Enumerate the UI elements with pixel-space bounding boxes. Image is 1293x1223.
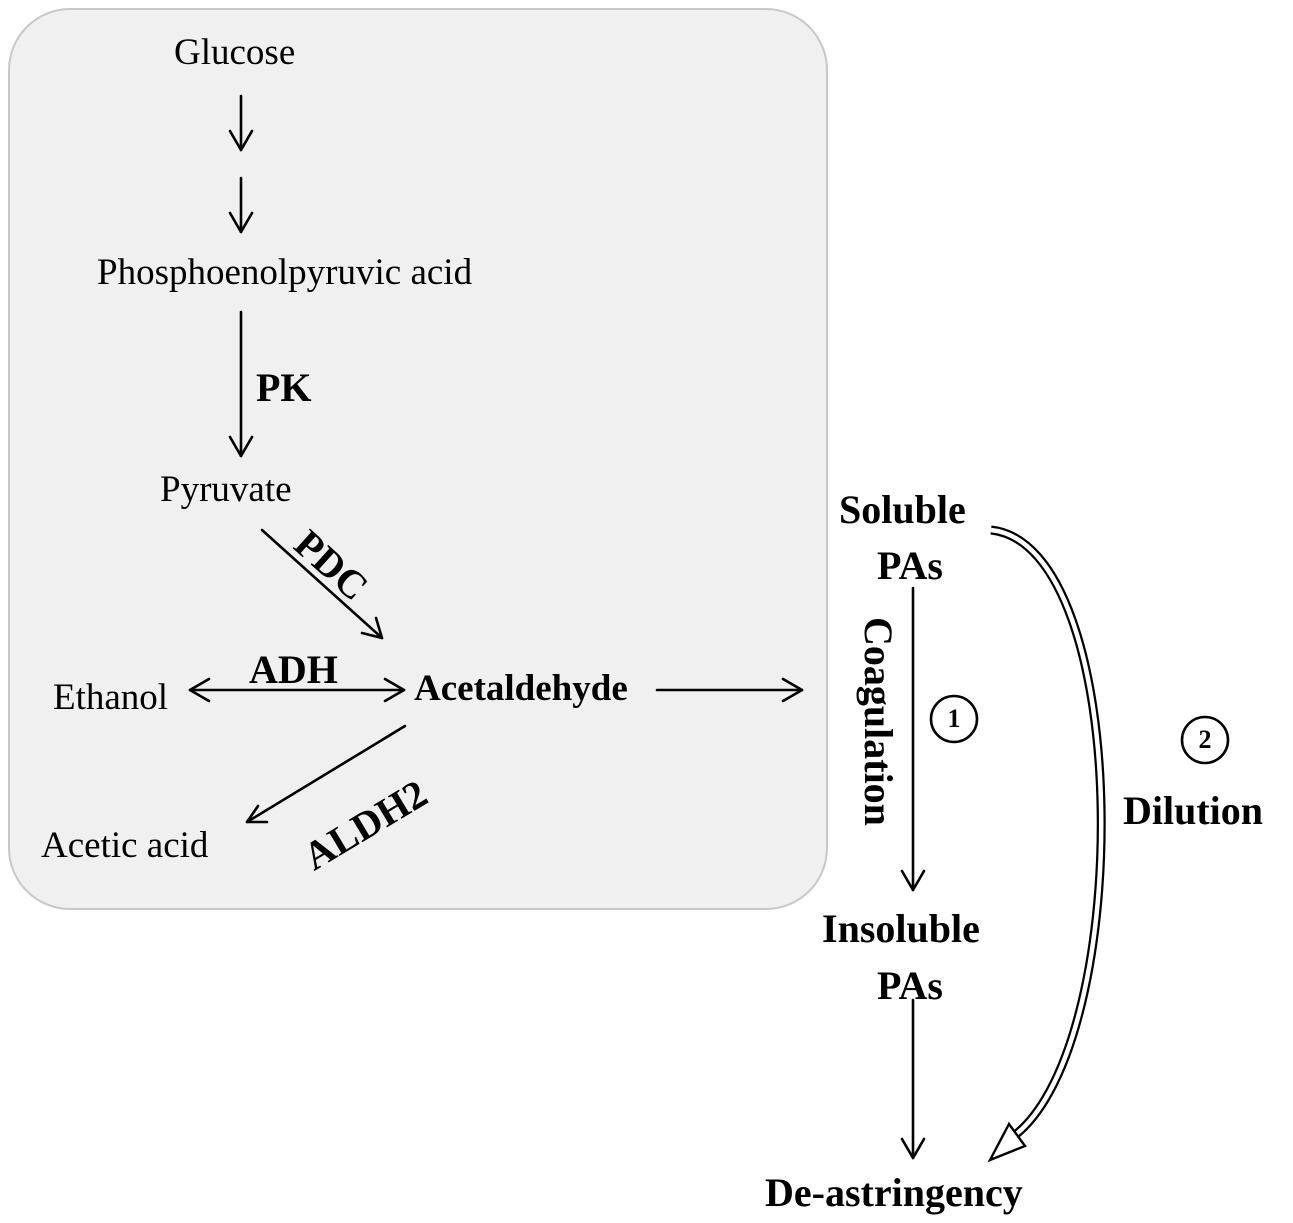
glucose-arrow-2 — [228, 176, 254, 234]
node-soluble-line2: PAs — [877, 543, 943, 588]
process-number-1: 1 — [947, 704, 961, 733]
metabolism-panel — [8, 8, 828, 910]
circle-2-icon — [1180, 715, 1230, 765]
glucose-arrow-1 — [228, 94, 254, 152]
enzyme-pk: PK — [256, 365, 312, 410]
process-number-2: 2 — [1198, 725, 1212, 754]
node-ethanol: Ethanol — [53, 677, 169, 718]
node-acetaldehyde: Acetaldehyde — [414, 668, 628, 709]
circle-1-icon — [929, 694, 979, 744]
adh-double-arrow — [188, 677, 406, 703]
enzyme-adh: ADH — [249, 647, 338, 692]
node-glucose: Glucose — [174, 32, 296, 73]
process-coagulation: Coagulation — [856, 617, 901, 826]
node-pep: Phosphoenolpyruvic acid — [97, 252, 473, 293]
pk-arrow — [228, 310, 254, 458]
node-insoluble-line1: Insoluble — [822, 906, 980, 951]
aldh2-arrow — [245, 724, 407, 824]
dilution-arrow — [987, 525, 1106, 1163]
process-dilution: Dilution — [1123, 788, 1264, 833]
acetaldehyde-out-arrow — [655, 677, 804, 703]
node-pyruvate: Pyruvate — [160, 469, 292, 510]
node-insoluble-line2: PAs — [877, 963, 943, 1008]
node-acetic-acid: Acetic acid — [41, 825, 209, 866]
pdc-arrow — [260, 528, 384, 640]
insoluble-to-deastringency-arrow — [900, 998, 926, 1160]
coagulation-arrow — [900, 586, 926, 892]
node-soluble-line1: Soluble — [839, 487, 966, 532]
node-de-astringency: De-astringency — [765, 1170, 1023, 1215]
